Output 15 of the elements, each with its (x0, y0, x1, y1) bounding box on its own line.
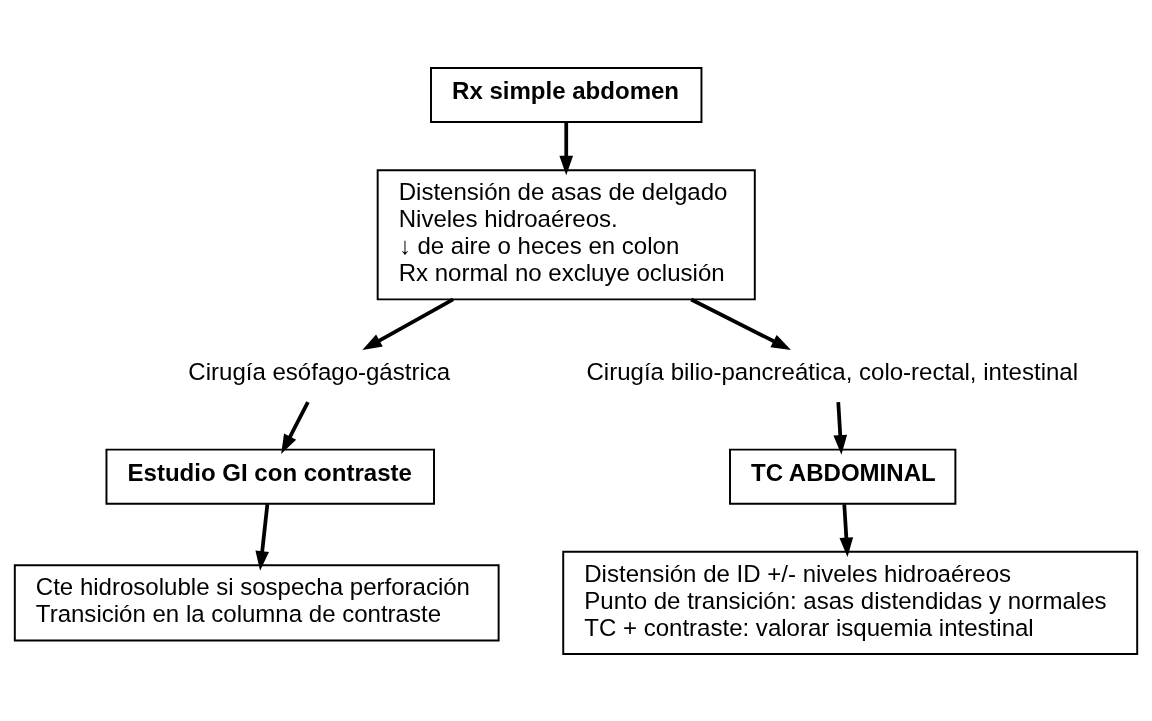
node-box: Cte hidrosoluble si sospecha perforación Transición en la columna de contraste (13, 563, 500, 641)
arrow (281, 400, 310, 454)
node-box: Distensión de ID +/- niveles hidroaéreos Punto de transición: asas distendidas y normales TC + contraste: valorar isquemia intestinal (562, 550, 1139, 655)
arrow (833, 401, 848, 455)
node-box: Rx simple abdomen (430, 66, 703, 123)
node-text: Cirugía esófago-gástrica (188, 357, 451, 385)
node-box: Distensión de asas de delgado Niveles hidroaéreos. ↓ de aire o heces en colon Rx normal no excluye oclusión (376, 168, 756, 300)
arrow (839, 503, 854, 557)
arrow (559, 121, 574, 175)
node-box: TC ABDOMINAL (729, 448, 957, 505)
arrow (362, 297, 454, 350)
node-box: Estudio GI con contraste (105, 448, 435, 505)
node-text: Cirugía bilio-pancreática, colo-rectal, intestinal (586, 357, 1079, 385)
arrow (255, 503, 270, 571)
arrow (690, 297, 791, 350)
